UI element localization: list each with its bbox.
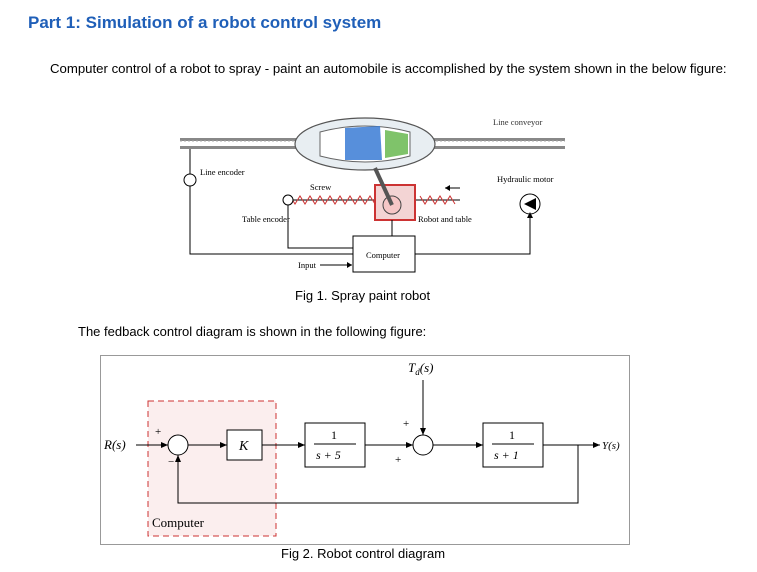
spray-paint-robot-figure: Line encoder Line conveyor Hydraulic mot…: [180, 117, 565, 273]
block1-num: 1: [331, 428, 337, 442]
input-label: R(s): [103, 437, 126, 452]
plant-block-1: [304, 422, 366, 468]
fig1-caption: Fig 1. Spray paint robot: [295, 288, 431, 303]
robot-and-table-label: Robot and table: [418, 214, 472, 224]
fig2-caption: Fig 2. Robot control diagram: [281, 546, 446, 561]
line-conveyor-label: Line conveyor: [493, 117, 542, 127]
hydraulic-motor-label: Hydraulic motor: [497, 174, 554, 184]
table-encoder-label: Table encoder: [242, 214, 290, 224]
feedback-intro: The fedback control diagram is shown in …: [78, 324, 427, 339]
block1-den: s + 5: [316, 448, 341, 462]
block2-num: 1: [509, 428, 515, 442]
sum1-plus: +: [155, 426, 161, 438]
plant-block-2: [482, 422, 544, 468]
page-title: Part 1: Simulation of a robot control sy…: [28, 13, 382, 32]
hydraulic-motor-icon: [524, 198, 536, 210]
car-icon: [294, 117, 436, 171]
sum2-plus-top: +: [403, 418, 409, 430]
disturbance-label: Td(s): [408, 360, 433, 377]
computer-label: Computer: [366, 250, 400, 260]
sum2-plus-bottom: +: [395, 454, 401, 466]
input-label: Input: [298, 260, 317, 270]
computer-region-label: Computer: [152, 515, 205, 530]
line-encoder-label: Line encoder: [200, 167, 245, 177]
block2-den: s + 1: [494, 448, 519, 462]
screw-label: Screw: [310, 182, 332, 192]
robot-control-block-diagram: Computer R(s) + − K 1 s + 5 + Td(s) + 1 …: [100, 355, 630, 545]
sum1-minus: −: [168, 456, 174, 468]
summing-junction-1: [167, 434, 189, 456]
intro-paragraph: Computer control of a robot to spray - p…: [50, 61, 727, 76]
summing-junction-2: [412, 434, 434, 456]
gain-label: K: [238, 439, 249, 454]
computer-region: [147, 400, 277, 537]
output-label: Y(s): [602, 440, 620, 452]
